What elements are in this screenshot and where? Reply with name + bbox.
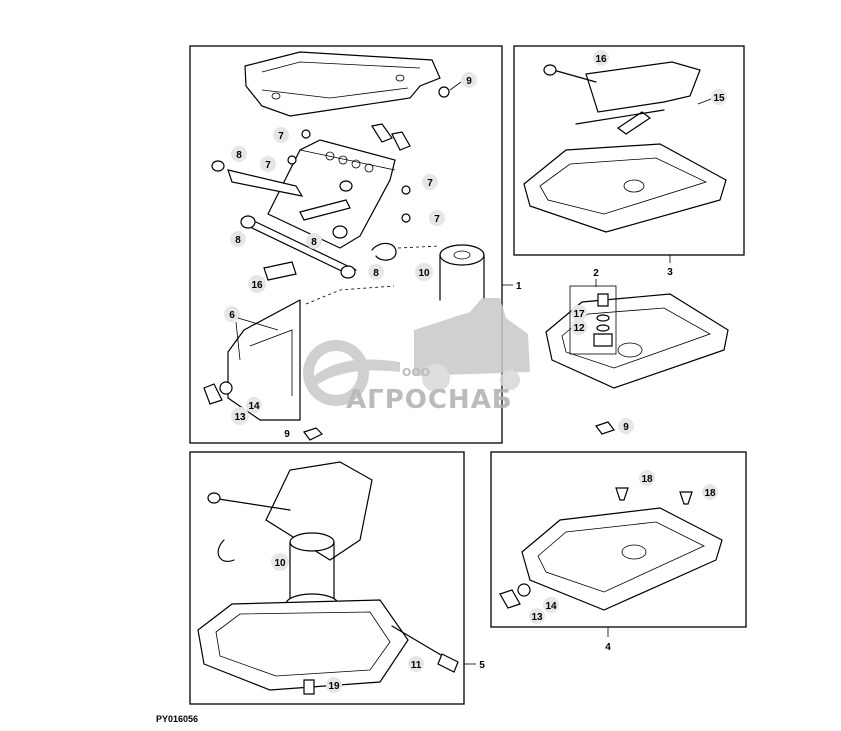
callout-label: 12 [573, 323, 585, 334]
callouts-bottom-left: 10 11 5 19 [271, 553, 485, 693]
gear-logo-icon [303, 340, 400, 406]
callout-label: 7 [265, 160, 271, 171]
figure-id: PY016056 [156, 714, 198, 724]
watermark-name: АГРОСНАБ [346, 385, 513, 415]
callout-label: 13 [234, 412, 246, 423]
base-frame-bottom-left [197, 599, 459, 695]
callout-label: 9 [284, 429, 290, 440]
callout-label: 18 [704, 488, 716, 499]
callout-label: 5 [479, 660, 485, 671]
base-frame-middle-right [545, 293, 729, 389]
cross-shaft [251, 221, 357, 277]
callout-label: 10 [274, 558, 286, 569]
lower-frame-partial [203, 261, 395, 421]
callout-label: 8 [373, 268, 379, 279]
callouts-bottom-right: 18 18 14 13 4 [529, 470, 718, 653]
callout-label: 7 [434, 214, 440, 225]
callout-label: 16 [251, 280, 263, 291]
callout-label: 8 [236, 150, 242, 161]
callout-label: 8 [311, 237, 317, 248]
callout-label: 14 [545, 601, 557, 612]
callout-label: 8 [235, 235, 241, 246]
callout-label: 9 [466, 76, 472, 87]
nut-9-lower [303, 427, 324, 441]
callout-label: 3 [667, 267, 673, 278]
harvester-silhouette-icon [414, 298, 530, 392]
bushings [211, 160, 356, 279]
callouts-middle-right: 2 17 12 9 [571, 268, 634, 435]
callout-label: 16 [595, 54, 607, 65]
damper-link [227, 169, 351, 221]
base-frame-top-right [523, 143, 727, 233]
seat-top-plate [244, 51, 441, 117]
base-frame-bottom-right [499, 487, 723, 611]
callout-label: 9 [623, 422, 629, 433]
scissor-assembly-bottom-left [207, 461, 373, 562]
callout-label: 15 [713, 93, 725, 104]
callout-label: 7 [278, 131, 284, 142]
agrosnab-watermark: ООО АГРОСНАБ [303, 298, 530, 415]
air-spring [397, 244, 485, 301]
callout-label: 10 [418, 268, 430, 279]
upper-scissor-linkage [543, 61, 701, 135]
callout-label: 4 [605, 642, 611, 653]
callout-label: 2 [593, 268, 599, 279]
bolts-nuts [287, 86, 450, 223]
callout-label: 11 [411, 660, 422, 671]
callout-label: 18 [641, 474, 653, 485]
callout-label: 14 [248, 401, 260, 412]
callout-label: 6 [229, 310, 235, 321]
callout-label: 7 [427, 178, 433, 189]
callout-label: 1 [516, 281, 522, 292]
callouts-main: 9 7 7 7 7 8 8 8 8 8 10 16 6 14 13 1 9 [224, 72, 522, 440]
stack-bolt-washer [569, 285, 617, 355]
callouts-top-right: 16 15 3 [593, 50, 727, 278]
callout-label: 13 [531, 612, 543, 623]
watermark-prefix: ООО [402, 366, 430, 379]
scissor-frame-upper [267, 139, 396, 249]
callout-label: 19 [328, 681, 340, 692]
callout-label: 17 [573, 309, 585, 320]
spring-clip [371, 242, 397, 261]
